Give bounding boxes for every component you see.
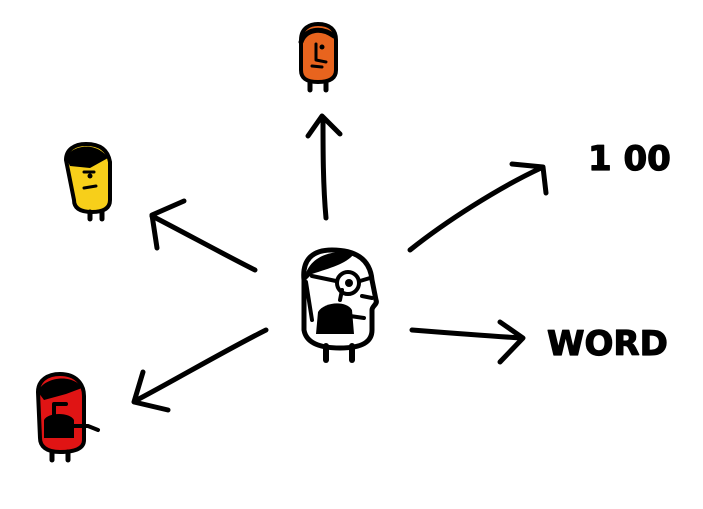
arrow-to-lower-left-character [131,327,269,413]
yellow-person-icon [64,142,112,222]
number-label: 1 00 [588,139,671,179]
person-with-glasses-icon [301,247,379,363]
arrow-to-word [409,319,526,365]
word-label: WORD [547,324,668,364]
orange-person-icon [298,22,338,93]
arrow-to-top-character [305,113,343,221]
arrow-to-upper-left-character [149,198,258,273]
arrow-to-number [407,161,549,253]
red-person-icon [36,372,100,463]
